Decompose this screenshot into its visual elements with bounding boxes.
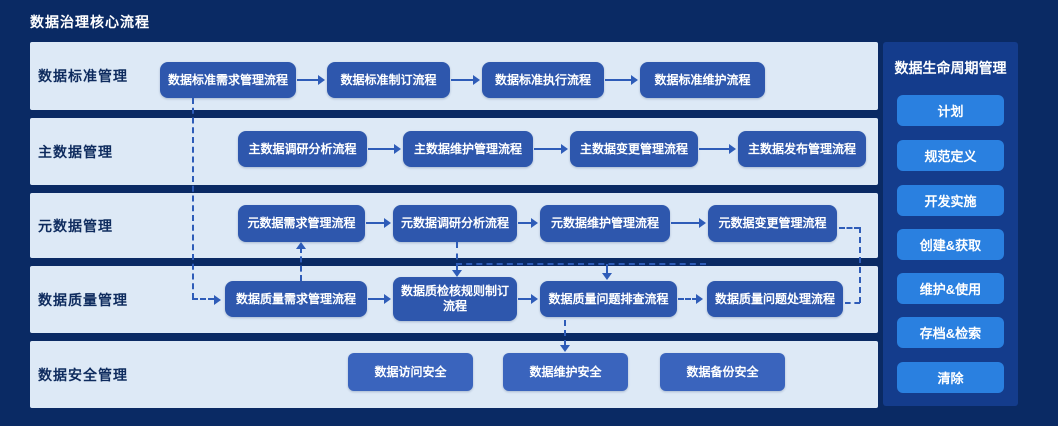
process-node[interactable]: 数据访问安全 [348,353,473,391]
arrow-head-right [531,218,538,228]
process-node[interactable]: 数据质量问题排查流程 [540,281,677,317]
arrow-head-right [473,75,480,85]
sidebar-item-archive-retrieve[interactable]: 存档&检索 [897,317,1004,348]
connector-dashed-vertical [859,227,861,303]
arrow-head-right [561,144,568,154]
flow-arrow-line [518,222,533,224]
row-metadata: 元数据管理 元数据需求管理流程 元数据调研分析流程 元数据维护管理流程 元数据变… [30,193,878,258]
arrow-head-right [696,294,703,304]
connector-dashed-horizontal [839,227,860,229]
arrow-head-right [699,218,706,228]
connector-dashed-horizontal [192,298,214,300]
process-node[interactable]: 数据质量问题处理流程 [707,281,843,317]
flow-arrow-line [699,148,731,150]
arrow-head-down [560,345,570,352]
sidebar-title: 数据生命周期管理 [894,60,1007,76]
connector-dashed-vertical [300,247,302,281]
process-node[interactable]: 元数据维护管理流程 [540,205,670,242]
flow-arrow-line [368,298,386,300]
sidebar-item-plan[interactable]: 计划 [897,95,1004,126]
flow-arrow-line [451,79,475,81]
arrow-head-down [452,270,462,277]
arrow-head-right [214,295,221,305]
arrow-head-right [729,144,736,154]
process-node[interactable]: 数据标准需求管理流程 [160,62,296,98]
process-node[interactable]: 数据备份安全 [660,353,785,391]
process-node[interactable]: 主数据调研分析流程 [238,131,367,167]
flow-arrow-line [671,222,701,224]
row-data-security: 数据安全管理 数据访问安全 数据维护安全 数据备份安全 [30,341,878,408]
sidebar-item-create-acquire[interactable]: 创建&获取 [897,229,1004,260]
process-node[interactable]: 主数据维护管理流程 [403,131,533,167]
flow-arrow-line [297,79,320,81]
sidebar-item-spec-define[interactable]: 规范定义 [897,140,1004,171]
process-node[interactable]: 数据标准执行流程 [482,62,604,98]
process-node[interactable]: 主数据变更管理流程 [570,131,698,167]
process-node[interactable]: 主数据发布管理流程 [738,131,866,167]
process-node[interactable]: 数据质检核规则制订流程 [393,277,517,321]
sidebar-item-maintain-use[interactable]: 维护&使用 [897,273,1004,304]
row-label: 数据质量管理 [38,291,128,308]
row-label: 数据安全管理 [38,366,128,383]
connector-dashed-vertical [564,320,566,346]
connector-dashed-horizontal [456,263,706,265]
flow-arrow-line [605,79,633,81]
process-node[interactable]: 元数据需求管理流程 [238,205,365,242]
flow-arrow-line [368,148,396,150]
row-label: 数据标准管理 [38,68,128,84]
process-node[interactable]: 数据维护安全 [503,353,628,391]
sidebar-item-develop[interactable]: 开发实施 [897,185,1004,216]
flow-arrow-line [534,148,563,150]
row-master-data: 主数据管理 主数据调研分析流程 主数据维护管理流程 主数据变更管理流程 主数据发… [30,118,878,185]
process-node[interactable]: 数据质量需求管理流程 [225,281,367,317]
arrow-head-right [318,75,325,85]
arrow-head-right [384,218,391,228]
row-data-quality: 数据质量管理 数据质量需求管理流程 数据质检核规则制订流程 数据质量问题排查流程… [30,266,878,333]
arrow-head-right [531,294,538,304]
connector-dashed-horizontal [845,302,860,304]
page-title: 数据治理核心流程 [30,14,150,30]
arrow-head-down [602,273,612,280]
arrow-head-up [296,242,306,249]
arrow-head-right [631,75,638,85]
row-label: 主数据管理 [38,143,113,160]
arrow-head-right [394,144,401,154]
process-node[interactable]: 数据标准制订流程 [327,62,450,98]
process-node[interactable]: 元数据变更管理流程 [708,205,837,242]
connector-dashed-vertical [606,264,608,274]
row-label: 元数据管理 [38,217,113,234]
sidebar-item-purge[interactable]: 清除 [897,362,1004,393]
connector-dashed-vertical [192,98,194,299]
process-node[interactable]: 数据标准维护流程 [640,62,765,98]
flow-arrow-line [366,222,386,224]
process-node[interactable]: 元数据调研分析流程 [393,205,517,242]
row-data-standard: 数据标准管理 数据标准需求管理流程 数据标准制订流程 数据标准执行流程 数据标准… [30,42,878,110]
arrow-head-right [384,294,391,304]
flow-arrow-dashed [678,298,698,300]
connector-dashed-vertical [456,242,458,271]
lifecycle-sidebar: 数据生命周期管理 计划 规范定义 开发实施 创建&获取 维护&使用 存档&检索 … [883,42,1018,406]
flow-arrow-line [518,298,533,300]
